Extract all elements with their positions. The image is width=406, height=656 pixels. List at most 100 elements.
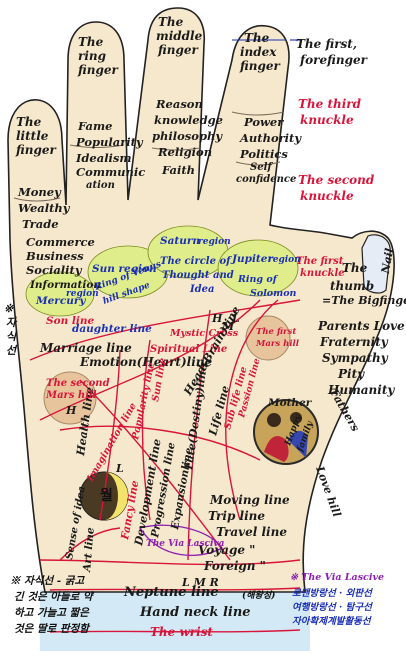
first-mars-hill-label-2: Mars hill: [255, 339, 300, 349]
kor-side-note-4: 선: [6, 344, 18, 357]
lasciva-line-2: 여행방랑선 · 탐구선: [292, 601, 373, 613]
ring-meaning-3: Idealism: [75, 151, 132, 165]
little-meaning-1: Money: [17, 185, 62, 199]
thumb-label-3: =The Bigfinger: [322, 294, 406, 307]
l-letter-top: L: [231, 312, 240, 325]
saturn-label: Saturn: [160, 235, 200, 247]
art-line-label: Art line: [81, 527, 97, 574]
first-knuckle-label-2: knuckle: [300, 268, 345, 279]
second-mars-hill-label-1: The second: [46, 378, 110, 389]
ring-meaning-4: Communic: [76, 165, 145, 179]
kor-children-note-2: 긴 것은 아들로 약: [14, 591, 95, 603]
moon-crescent: [104, 472, 128, 520]
ring-of-solomon-2: Solomon: [250, 288, 297, 299]
kor-side-note-3: 식: [6, 330, 18, 343]
son-line-label: Son line: [46, 315, 94, 327]
little-finger-label-2: little: [16, 129, 49, 143]
thumb-trait-3: Sympathy: [322, 351, 389, 365]
emotion-line-label: Emotion(Heart)line: [79, 355, 212, 369]
index-finger-label-1: The: [244, 31, 270, 45]
kor-children-note-3: 하고 가늘고 짧은: [14, 607, 90, 619]
moon-hill-label: 월: [100, 487, 113, 504]
ring-finger-label-2: ring: [78, 49, 106, 63]
middle-finger-label-1: The: [158, 15, 184, 29]
little-base-2: Business: [25, 249, 84, 263]
index-meaning-2: Authority: [239, 131, 302, 145]
little-finger-label-3: finger: [15, 143, 57, 157]
mercury-region-word: region: [66, 289, 99, 299]
first-mars-hill-label-1: The first: [256, 327, 296, 337]
father-head: [290, 412, 302, 424]
lasciva-line-1: 로맨방랑선 · 외판선: [292, 587, 373, 599]
ring-meaning-5: ation: [86, 180, 115, 191]
h-letter-top: H: [211, 312, 223, 325]
third-knuckle-label-2: knuckle: [300, 113, 354, 127]
third-knuckle-label-1: The third: [298, 97, 362, 111]
kor-side-note-2: 자: [6, 316, 18, 329]
via-lasciva-curve: [139, 524, 223, 557]
little-base-1: Commerce: [26, 235, 95, 249]
mother-head: [267, 413, 281, 427]
via-lasciva-label: The Via Lasciva: [146, 539, 225, 549]
middle-meaning-3: philosophy: [152, 129, 223, 143]
kor-children-note-1: ※ 자식선 - 굵고: [10, 575, 85, 587]
lasciva-line-3: 자아확제계발활동선: [292, 615, 372, 627]
thumb-trait-5: Humanity: [327, 383, 395, 397]
middle-meaning-1: Reason: [155, 97, 203, 111]
mystic-cross-label: Mystic Cross: [169, 328, 239, 339]
voyage-label: Voyage ": [198, 543, 255, 557]
first-forefinger-label-2: forefinger: [299, 53, 369, 67]
sun-region-label: Sun region: [92, 263, 157, 275]
second-mars-hill-label-2: Mars hill: [45, 390, 97, 401]
circle-thought-1: The circle of: [160, 256, 232, 267]
ring-of-solomon-1: Ring of: [237, 274, 279, 285]
middle-finger-label-2: middle: [156, 29, 203, 43]
h-letter-left: H: [65, 404, 77, 417]
little-base-4: Information: [29, 279, 101, 291]
middle-finger-label-3: finger: [157, 43, 199, 57]
lasciva-title: ※ The Via Lascive: [290, 572, 384, 583]
travel-line-label: Travel line: [216, 525, 287, 539]
wrist-label: The wrist: [150, 625, 213, 639]
ring-finger-label-1: The: [78, 35, 104, 49]
thumb-trait-1: Parents Love: [317, 319, 405, 333]
thumb-trait-4: Pity: [337, 367, 365, 381]
little-finger-label-1: The: [16, 115, 42, 129]
mother-label: Mother: [267, 397, 313, 409]
m-letter-top: M: [221, 320, 235, 333]
thumb-trait-2: Fraternity: [319, 335, 389, 349]
ring-meaning-2: Popularity: [75, 135, 144, 149]
kor-side-note-1: ※: [4, 302, 14, 315]
first-mars-hill: [245, 315, 291, 361]
daughter-line-label: daughter line: [72, 323, 152, 335]
knuckle-marks: [13, 111, 285, 202]
second-knuckle-label-1: The second: [298, 173, 375, 187]
middle-meaning-5: Faith: [161, 163, 195, 177]
father-shirt: [288, 430, 308, 458]
second-knuckle-label-2: knuckle: [300, 189, 354, 203]
love-hill-label: Love hill: [313, 464, 344, 519]
lmr-label: L M R: [181, 576, 219, 589]
moving-line-label: Moving line: [209, 493, 290, 507]
thumb-label-1: The: [342, 261, 368, 275]
ring-meaning-1: Fame: [77, 119, 112, 133]
first-forefinger-label-1: The first,: [296, 37, 357, 51]
trip-line-label: Trip line: [208, 509, 265, 523]
little-base-3: Sociality: [26, 263, 83, 277]
index-meaning-4: Self: [250, 162, 273, 173]
foreign-label: Foreign ": [203, 559, 266, 573]
spiritual-line-label: Spiritual Line: [150, 344, 227, 355]
ring-finger-label-3: finger: [77, 63, 119, 77]
thumb-nail: [361, 234, 391, 294]
first-knuckle-label-1: The first: [296, 256, 344, 267]
middle-meaning-2: knowledge: [154, 113, 223, 127]
second-mars-hill: [43, 371, 97, 425]
finger-mounts: [25, 225, 299, 317]
mercury-region-label: Mercury: [35, 295, 86, 307]
thumb-label-2: thumb: [330, 279, 374, 293]
nail-label: Nail: [379, 247, 396, 275]
wrist-band: [40, 590, 310, 651]
index-meaning-5: confidence: [236, 174, 296, 185]
kor-neptune-paren: (해왕성): [242, 590, 275, 601]
